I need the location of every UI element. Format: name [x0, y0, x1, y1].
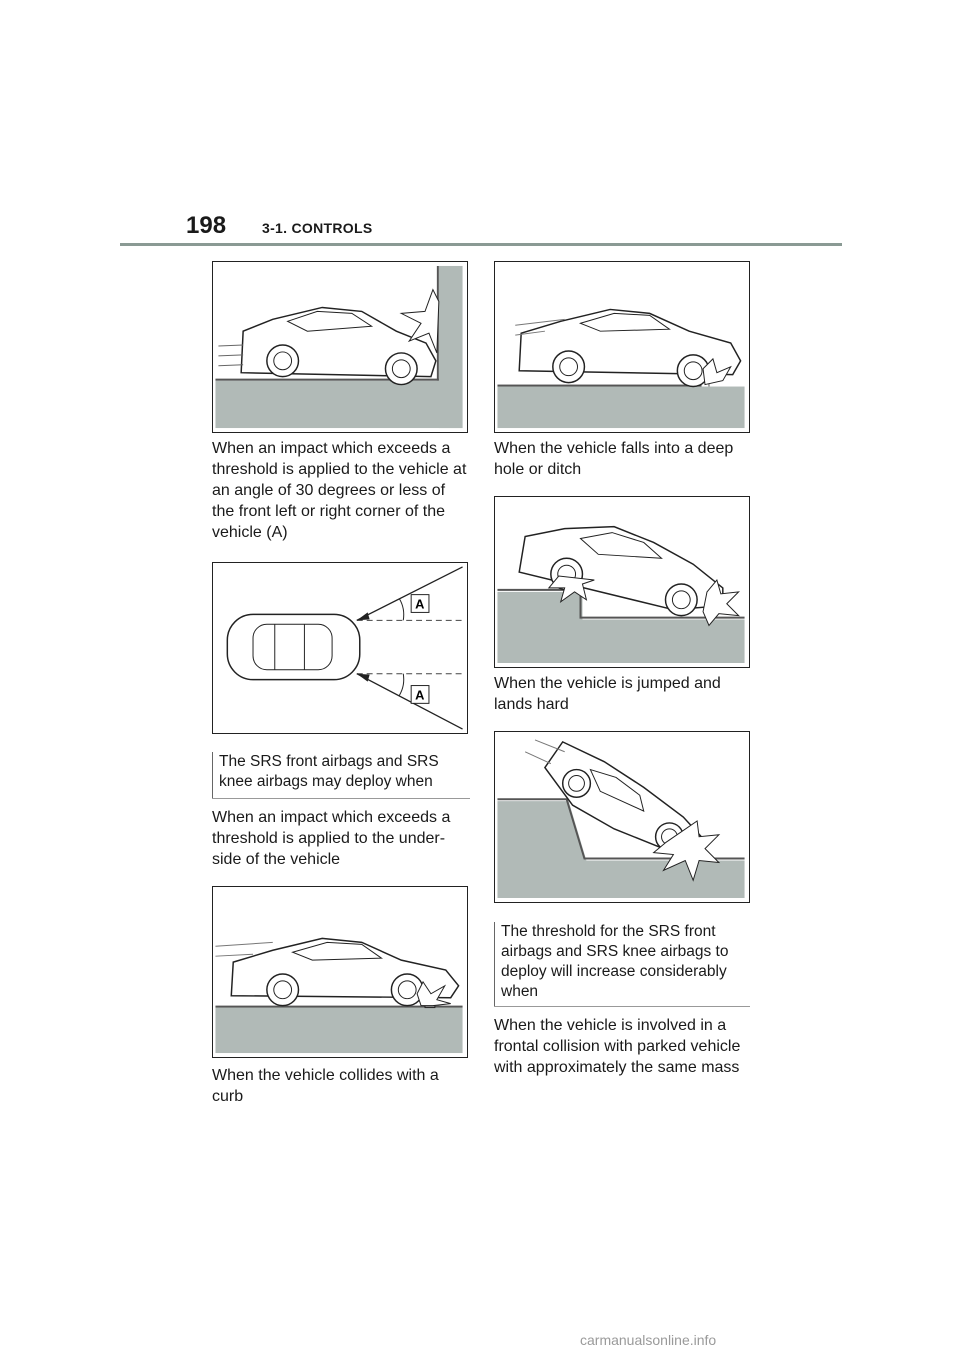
angle-label-box-bottom [410, 685, 430, 704]
footer-watermark: carmanualsonline.info [580, 1332, 717, 1348]
caption-jumped: When the vehicle is jumped and lands har… [494, 675, 721, 713]
note-divider-left [212, 798, 470, 799]
figure-angle-diagram: A A [212, 562, 468, 734]
caption-front-corner: When an impact which exceeds a threshold… [212, 440, 467, 541]
caption-underside: When an impact which exceeds a threshold… [212, 809, 451, 868]
section-title: 3-1. CONTROLS [262, 220, 373, 236]
page-number: 198 [186, 212, 227, 239]
angle-label-bottom: A [415, 687, 424, 702]
angle-label-top: A [415, 596, 424, 611]
caption-parked-vehicle: When the vehicle is involved in a fronta… [494, 1017, 741, 1076]
caption-curb: When the vehicle collides with a curb [212, 1067, 439, 1105]
note-threshold-increase: The threshold for the SRS front airbags … [494, 922, 750, 1006]
note-deploy-when: The SRS front airbags and SRS knee airba… [212, 752, 470, 798]
note-divider-right [494, 1006, 750, 1007]
figure-curb [212, 886, 468, 1058]
figure-jumped [494, 496, 750, 668]
figure-wall-impact [212, 261, 468, 433]
angle-label-box-top [410, 594, 430, 613]
figure-deep-hole [494, 261, 750, 433]
header-divider [120, 243, 842, 246]
figure-steep-slope [494, 731, 750, 903]
caption-deep-hole: When the vehicle falls into a deep hole … [494, 440, 734, 478]
